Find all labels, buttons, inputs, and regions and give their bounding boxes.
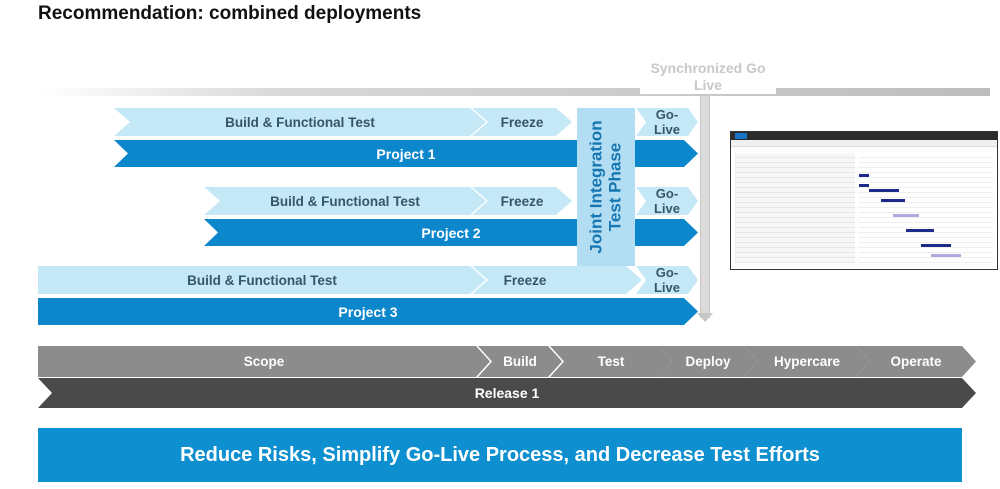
project2-golive-chevron: Go-Live [636, 187, 698, 215]
project3-build-label: Build & Functional Test [187, 272, 337, 288]
release-label: Release 1 [474, 385, 540, 401]
project3-build-chevron: Build & Functional Test [38, 266, 486, 294]
phase-hypercare: Hypercare [744, 346, 870, 377]
project3-freeze-chevron: Freeze [472, 266, 642, 294]
screenshot-subheader [731, 140, 997, 147]
summary-banner-text: Reduce Risks, Simplify Go-Live Process, … [180, 443, 820, 466]
phase-test-label: Test [597, 354, 625, 369]
phase-scope-label: Scope [243, 354, 285, 369]
project2-freeze-chevron: Freeze [472, 187, 572, 215]
screenshot-table [735, 153, 855, 263]
release-bar: Release 1 [38, 378, 976, 408]
project3-golive-label: Go-Live [653, 265, 680, 295]
screenshot-header-bar [731, 132, 997, 140]
golive-arrow-head [697, 313, 713, 322]
phase-test: Test [550, 346, 672, 377]
synchronized-go-live-label: Synchronized Go Live [640, 60, 776, 94]
phase-operate: Operate [856, 346, 976, 377]
release-planning-screenshot [730, 131, 998, 270]
screenshot-gantt [731, 147, 997, 267]
gantt-bar [881, 199, 905, 202]
page-title: Recommendation: combined deployments [38, 3, 422, 24]
phase-build-label: Build [503, 354, 537, 369]
project3-golive-chevron: Go-Live [636, 266, 698, 294]
gantt-bar [921, 244, 951, 247]
project1-golive-chevron: Go-Live [636, 108, 698, 136]
project2-freeze-label: Freeze [500, 193, 544, 209]
project3-freeze-label: Freeze [503, 272, 547, 288]
summary-banner: Reduce Risks, Simplify Go-Live Process, … [38, 428, 962, 482]
phase-scope: Scope [38, 346, 490, 377]
golive-vertical-line [700, 96, 710, 318]
phase-deploy: Deploy [658, 346, 758, 377]
gantt-bar [859, 184, 869, 187]
synchronized-go-live-text: Synchronized Go Live [650, 60, 766, 93]
project1-build-label: Build & Functional Test [225, 114, 375, 130]
gantt-bar [859, 174, 869, 177]
gantt-bar [869, 189, 899, 192]
project1-freeze-label: Freeze [500, 114, 544, 130]
project2-build-label: Build & Functional Test [270, 193, 420, 209]
phase-operate-label: Operate [890, 354, 942, 369]
timeline-gray-bar [40, 88, 990, 96]
joint-phase-line1: Joint Integration [587, 120, 607, 254]
project3-bar: Project 3 [38, 298, 698, 325]
project2-golive-label: Go-Live [653, 186, 680, 216]
project1-golive-label: Go-Live [653, 107, 680, 137]
project2-name: Project 2 [421, 224, 481, 241]
sap-logo-icon [735, 133, 747, 139]
joint-integration-test-phase: Joint Integration Test Phase [577, 108, 635, 266]
gantt-bar [906, 229, 934, 232]
project1-build-chevron: Build & Functional Test [114, 108, 486, 136]
joint-phase-label: Joint Integration Test Phase [587, 120, 625, 253]
project1-freeze-chevron: Freeze [472, 108, 572, 136]
phase-hypercare-label: Hypercare [773, 354, 841, 369]
project1-name: Project 1 [376, 145, 436, 162]
phase-deploy-label: Deploy [685, 354, 731, 369]
joint-phase-line2: Test Phase [606, 142, 626, 232]
phase-build: Build [478, 346, 562, 377]
gantt-bar [893, 214, 919, 217]
project2-build-chevron: Build & Functional Test [204, 187, 486, 215]
project3-name: Project 3 [338, 303, 398, 320]
gantt-bar [931, 254, 961, 257]
